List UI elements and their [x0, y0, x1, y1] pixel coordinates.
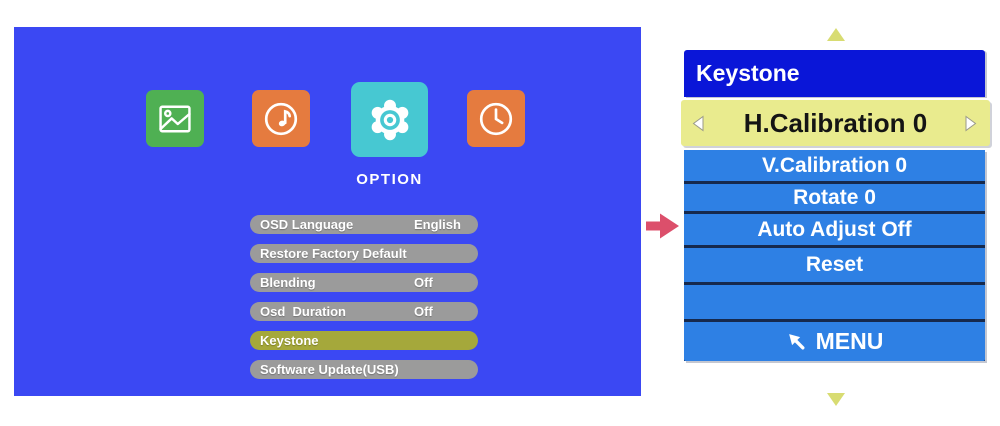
selected-category-label: OPTION — [356, 171, 423, 188]
submenu-title: Keystone — [684, 50, 985, 97]
clock-icon — [479, 102, 513, 135]
scroll-up-triangle[interactable] — [827, 28, 845, 41]
menu-item-label: OSD Language — [260, 217, 354, 232]
scroll-down-triangle[interactable] — [827, 393, 845, 406]
picture-icon — [159, 105, 191, 132]
submenu-item-empty — [684, 282, 985, 319]
menu-item-value: Off — [414, 275, 433, 290]
menu-item-value: English — [414, 217, 461, 232]
submenu-item-rotate[interactable]: Rotate 0 — [684, 181, 985, 211]
submenu-item-menu[interactable]: MENU — [684, 319, 985, 361]
menu-item-label: Restore Factory Default — [260, 246, 407, 261]
increase-arrow-icon[interactable] — [964, 115, 978, 132]
menu-item-value: Off — [414, 304, 433, 319]
menu-item-software-update[interactable]: Software Update(USB) — [250, 360, 478, 379]
menu-button-label: MENU — [815, 328, 884, 354]
menu-item-osd-language[interactable]: OSD Language English — [250, 215, 478, 234]
submenu-item-reset[interactable]: Reset — [684, 245, 985, 282]
back-arrow-icon — [788, 334, 805, 350]
menu-item-restore-factory-default[interactable]: Restore Factory Default — [250, 244, 478, 263]
menu-item-label: Software Update(USB) — [260, 362, 399, 377]
tab-option[interactable] — [351, 82, 428, 157]
submenu-item-label: V.Calibration 0 — [761, 153, 908, 177]
menu-item-label: Blending — [260, 275, 316, 290]
submenu-item-label: Rotate 0 — [793, 185, 876, 209]
tab-picture[interactable] — [146, 90, 204, 147]
menu-item-blending[interactable]: Blending Off — [250, 273, 478, 292]
decrease-arrow-icon[interactable] — [691, 115, 705, 132]
menu-item-keystone[interactable]: Keystone — [250, 331, 478, 350]
submenu-item-label: Auto Adjust Off — [757, 217, 912, 241]
submenu-rows: V.Calibration 0 Rotate 0 Auto Adjust Off… — [684, 150, 985, 361]
submenu-item-h-calibration[interactable]: H.Calibration 0 — [681, 100, 990, 146]
right-arrow-icon — [646, 213, 679, 239]
pointer-arrow — [646, 213, 679, 244]
tab-time[interactable] — [467, 90, 525, 147]
submenu-item-v-calibration[interactable]: V.Calibration 0 — [684, 150, 985, 181]
menu-item-osd-duration[interactable]: Osd Duration Off — [250, 302, 478, 321]
tab-sound[interactable] — [252, 90, 310, 147]
projector-osd-panel: OPTION OSD Language English Restore Fact… — [14, 27, 641, 396]
submenu-item-auto-adjust[interactable]: Auto Adjust Off — [684, 211, 985, 245]
menu-item-label: Osd Duration — [260, 304, 346, 319]
music-note-icon — [264, 102, 298, 135]
gear-icon — [371, 99, 408, 140]
submenu-selected-label: H.Calibration 0 — [743, 107, 928, 138]
menu-item-label: Keystone — [260, 333, 319, 348]
submenu-item-label: Reset — [805, 253, 864, 276]
